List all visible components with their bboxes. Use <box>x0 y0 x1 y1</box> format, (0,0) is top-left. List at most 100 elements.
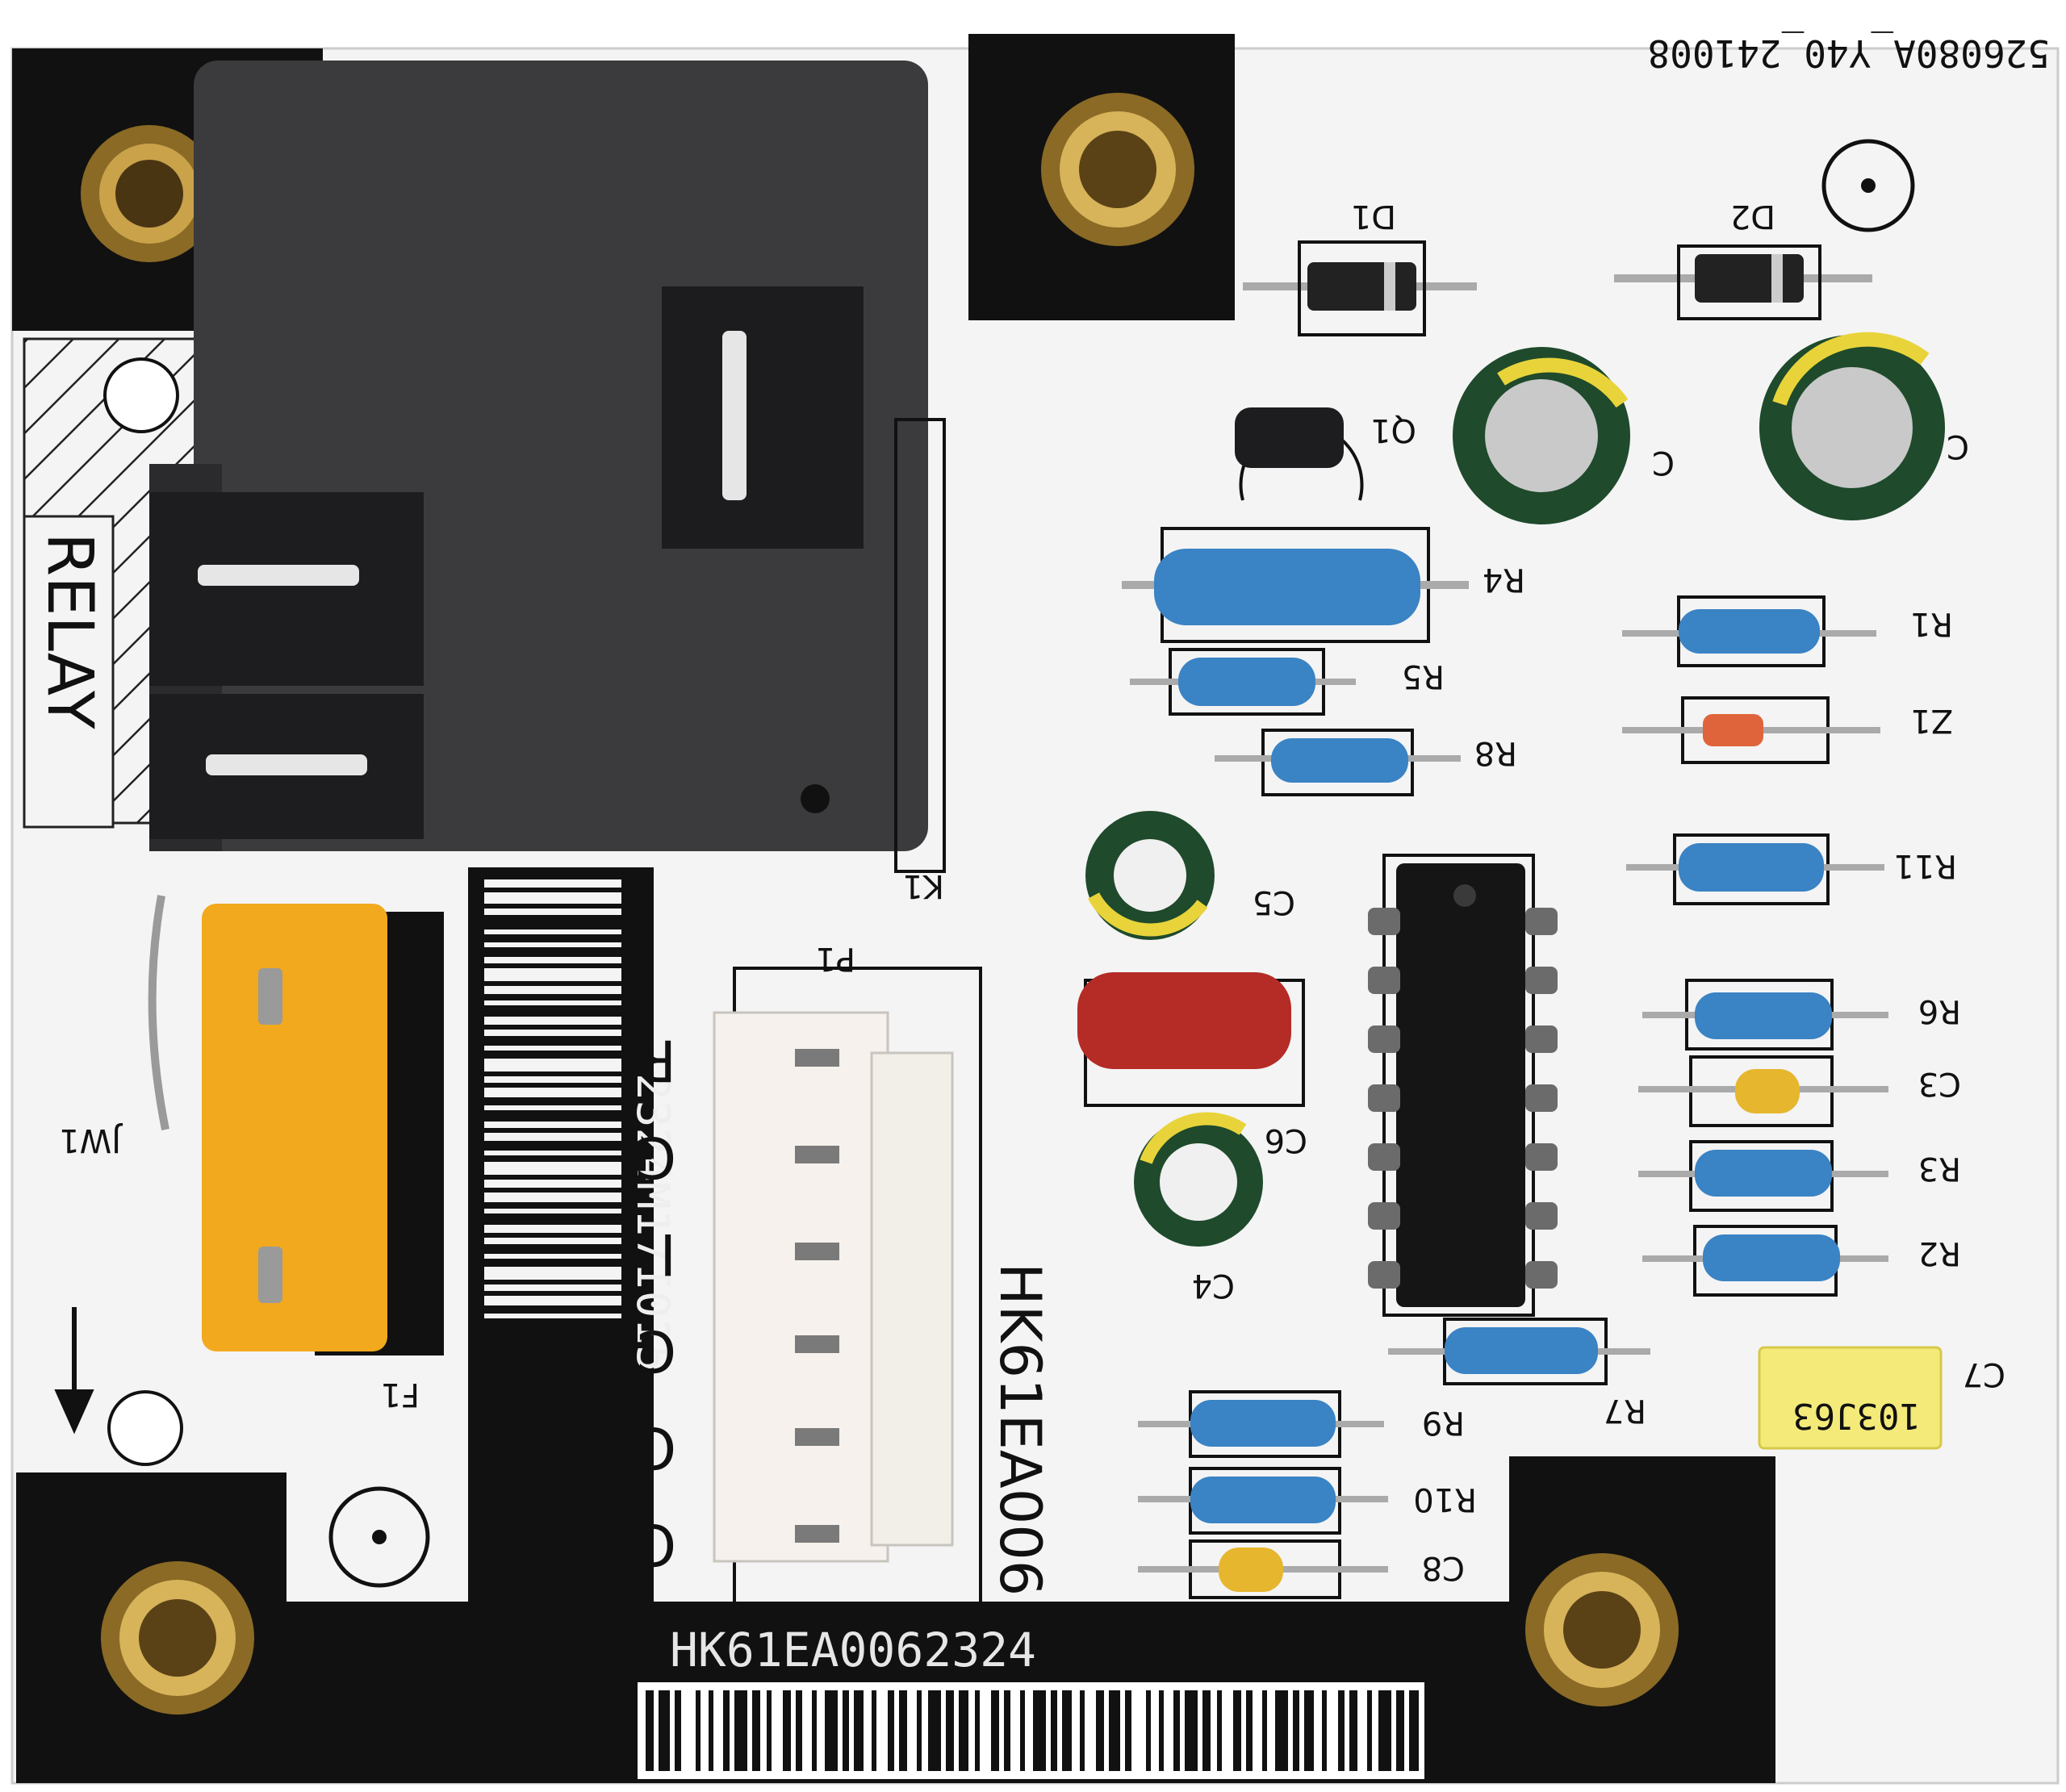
fiducial-bottom-left <box>328 1486 430 1588</box>
barcode-bar <box>696 1690 701 1771</box>
barcode-bar <box>1051 1690 1057 1771</box>
z1-designator: Z1 <box>1910 702 1953 739</box>
barcode-bar <box>1246 1690 1253 1771</box>
barcode-bar <box>484 1209 621 1213</box>
capacitor-electrolytic-top-left <box>1453 347 1630 524</box>
barcode-bar <box>709 1690 713 1771</box>
barcode-bar <box>484 909 621 915</box>
barcode-bar <box>484 1076 621 1083</box>
jumper-jw1 <box>148 895 169 1130</box>
f1-designator: F1 <box>381 1376 420 1413</box>
barcode-bar <box>484 1122 621 1128</box>
ic-pin <box>1368 908 1400 935</box>
barcode-bar <box>484 1180 621 1188</box>
c-top-left-designator: C <box>1652 444 1675 481</box>
barcode-bar <box>484 1000 621 1005</box>
model-label: HK61EA006 <box>987 1263 1053 1596</box>
capacitor-c8 <box>1138 1539 1388 1599</box>
barcode-bar <box>1378 1690 1391 1771</box>
barcode-bar <box>484 1105 621 1110</box>
q1-designator: Q1 <box>1370 411 1416 449</box>
barcode-bar <box>946 1690 954 1771</box>
connector-pin-label: C <box>637 1511 676 1577</box>
barcode-bar <box>484 1088 621 1097</box>
relay-outline <box>894 418 946 873</box>
barcode-bar <box>484 1162 621 1175</box>
barcode-bar <box>1125 1690 1131 1771</box>
barcode-bar <box>1020 1690 1025 1771</box>
relay-label: RELAY <box>33 533 106 729</box>
ic-pin <box>1525 1143 1558 1171</box>
barcode-bar <box>1146 1690 1151 1771</box>
barcode-bar <box>1262 1690 1267 1771</box>
ic-pin <box>1368 967 1400 994</box>
resistor-r7 <box>1388 1318 1650 1385</box>
relay-k1 <box>149 61 928 851</box>
capacitor-c5 <box>1085 811 1215 940</box>
barcode-bar <box>1293 1690 1299 1771</box>
ic-pin <box>1525 1025 1558 1053</box>
d1-designator: D1 <box>1351 198 1396 235</box>
connector-p1 <box>713 1011 954 1563</box>
mounting-hole-bottom-left <box>101 1561 254 1715</box>
barcode-bar <box>484 1059 621 1071</box>
barcode-bar <box>484 1284 621 1291</box>
barcode-bar <box>1004 1690 1010 1771</box>
barcode-bar <box>1349 1690 1357 1771</box>
barcode-bar <box>484 929 621 934</box>
capacitor-electrolytic-top-right <box>1759 332 1945 520</box>
part-number-label: 526080A_Y40_241008 <box>1648 31 2051 75</box>
barcode-bar <box>484 942 621 947</box>
resistor-r2 <box>1642 1225 1888 1297</box>
barcode-bar <box>1159 1690 1164 1771</box>
barcode-bar <box>854 1690 864 1771</box>
barcode-bar <box>1202 1690 1211 1771</box>
capacitor-c4 <box>1134 1112 1263 1247</box>
r2-designator: R2 <box>1918 1234 1961 1272</box>
barcode-bar <box>899 1690 907 1771</box>
barcode-bottom <box>646 1690 1419 1771</box>
barcode-bar <box>1409 1690 1419 1771</box>
barcode-bar <box>723 1690 730 1771</box>
r6-designator: R6 <box>1918 992 1961 1030</box>
barcode-bar <box>484 1046 621 1051</box>
barcode-bar <box>917 1690 922 1771</box>
barcode-bar <box>484 957 621 963</box>
barcode-bar <box>812 1690 817 1771</box>
r10-designator: R10 <box>1413 1481 1477 1518</box>
ic-pin <box>1525 1261 1558 1289</box>
barcode-bar <box>1304 1690 1314 1771</box>
ic-pin <box>1525 967 1558 994</box>
ic-pin <box>1525 1084 1558 1112</box>
barcode-bar <box>825 1690 838 1771</box>
ic-pin <box>1368 1084 1400 1112</box>
connector-pin-label: G <box>633 1124 676 1190</box>
barcode-bar <box>1322 1690 1327 1771</box>
barcode-bar <box>888 1690 894 1771</box>
resistor-r9 <box>1138 1390 1384 1458</box>
resistor-r1 <box>1622 595 1876 667</box>
barcode-bar <box>484 1254 621 1259</box>
barcode-bar <box>484 1267 621 1280</box>
connector-pin-label: R <box>637 1027 676 1093</box>
fuse-f1 <box>202 904 444 1355</box>
barcode-bar <box>796 1690 802 1771</box>
c8-designator: C8 <box>1422 1549 1465 1586</box>
barcode-bar <box>675 1690 681 1771</box>
resistor-r3 <box>1638 1140 1888 1212</box>
barcode-bar <box>752 1690 760 1771</box>
connector-pin-label: C <box>637 1318 676 1384</box>
resistor-r11 <box>1626 833 1884 905</box>
jw1-designator: JW1 <box>59 1122 123 1159</box>
barcode-bar <box>1275 1690 1288 1771</box>
mounting-hole-top-left <box>81 125 218 262</box>
barcode-bar <box>1338 1690 1345 1771</box>
ic-pin <box>1368 1143 1400 1171</box>
ic-pin <box>1368 1025 1400 1053</box>
barcode-bar <box>1173 1690 1180 1771</box>
barcode-vertical <box>484 879 621 1318</box>
via-left-upper <box>103 357 179 433</box>
d2-designator: D2 <box>1730 198 1775 235</box>
barcode-bottom-text: HK61EA0062324 <box>670 1623 1036 1677</box>
barcode-bar <box>484 1017 621 1025</box>
